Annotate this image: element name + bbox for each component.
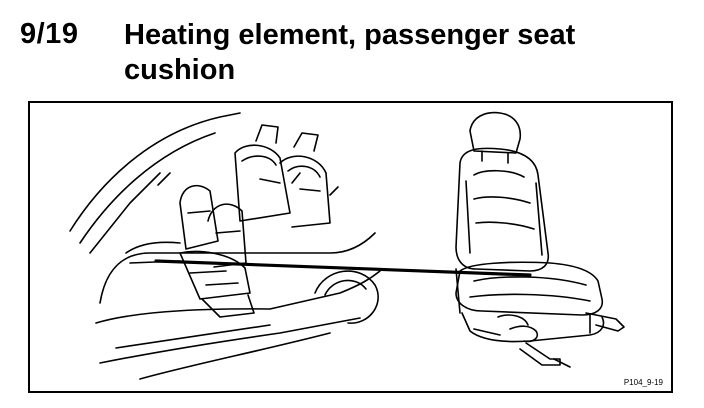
illustration-frame: P104_9-19 — [28, 101, 673, 393]
seat-illustration — [69, 111, 625, 380]
car-interior-drawing — [69, 112, 381, 380]
component-number: 9/19 — [20, 18, 79, 50]
page-header: 9/19 Heating element, passenger seat cus… — [0, 0, 704, 100]
passenger-seat-drawing — [455, 111, 625, 368]
leader-line — [154, 259, 532, 277]
figure-code: P104_9-19 — [623, 378, 663, 387]
component-title: Heating element, passenger seat cushion — [124, 19, 576, 86]
